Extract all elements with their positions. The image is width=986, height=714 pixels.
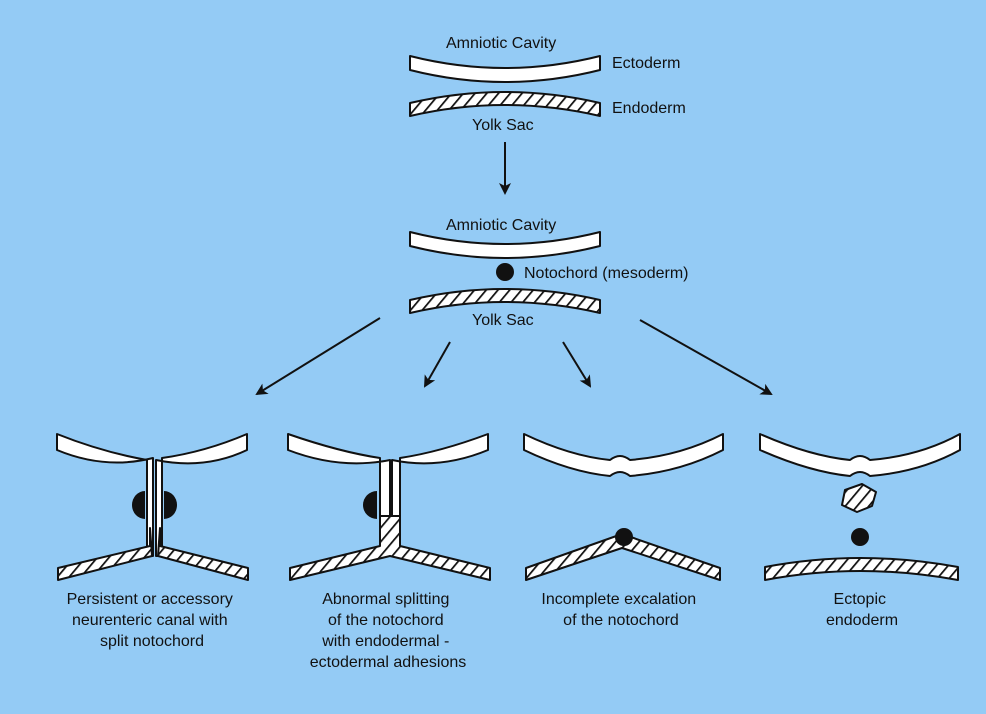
outcome-3-caption: Incomplete excalation of the notochord [541, 591, 700, 629]
middle-notochord-dot [496, 263, 514, 281]
top-endoderm-layer [409, 91, 601, 117]
arrow-to-outcome-3 [562, 341, 592, 388]
outcome-1-notochord-right [164, 491, 177, 519]
middle-amniotic-cavity-label: Amniotic Cavity [446, 217, 556, 234]
ectoderm-label: Ectoderm [612, 55, 680, 72]
outcome-2-illustration [287, 433, 491, 581]
outcome-1-notochord-left [132, 491, 145, 519]
top-stage: Amniotic Cavity Ectoderm Endoderm Yolk S… [409, 35, 686, 134]
arrow-to-outcome-1 [255, 317, 381, 396]
top-amniotic-cavity-label: Amniotic Cavity [446, 35, 556, 52]
outcome-2-caption: Abnormal splitting of the notochord with… [310, 591, 467, 671]
middle-stage: Amniotic Cavity Notochord (mesoderm) Yol… [409, 217, 689, 329]
endoderm-label: Endoderm [612, 100, 686, 117]
arrow-to-outcome-4 [639, 319, 773, 395]
outcome-4-caption: Ectopic endoderm [826, 591, 898, 629]
middle-endoderm-layer [409, 288, 601, 314]
outcome-2-notochord [363, 491, 377, 519]
outcome-3-notochord [615, 528, 633, 546]
outcome-3-illustration [523, 433, 724, 581]
top-yolk-sac-label: Yolk Sac [472, 117, 534, 134]
notochord-label: Notochord (mesoderm) [524, 265, 689, 282]
middle-yolk-sac-label: Yolk Sac [472, 312, 534, 329]
outcome-1-illustration [56, 433, 249, 581]
outcome-1-caption: Persistent or accessory neurenteric cana… [67, 591, 238, 650]
ectopic-endoderm-fragment [841, 483, 877, 513]
arrow-to-outcome-2 [424, 341, 451, 388]
top-ectoderm-layer [409, 55, 601, 83]
outcome-4-illustration [759, 433, 961, 581]
middle-ectoderm-layer [409, 231, 601, 259]
outcome-4-notochord [851, 528, 869, 546]
